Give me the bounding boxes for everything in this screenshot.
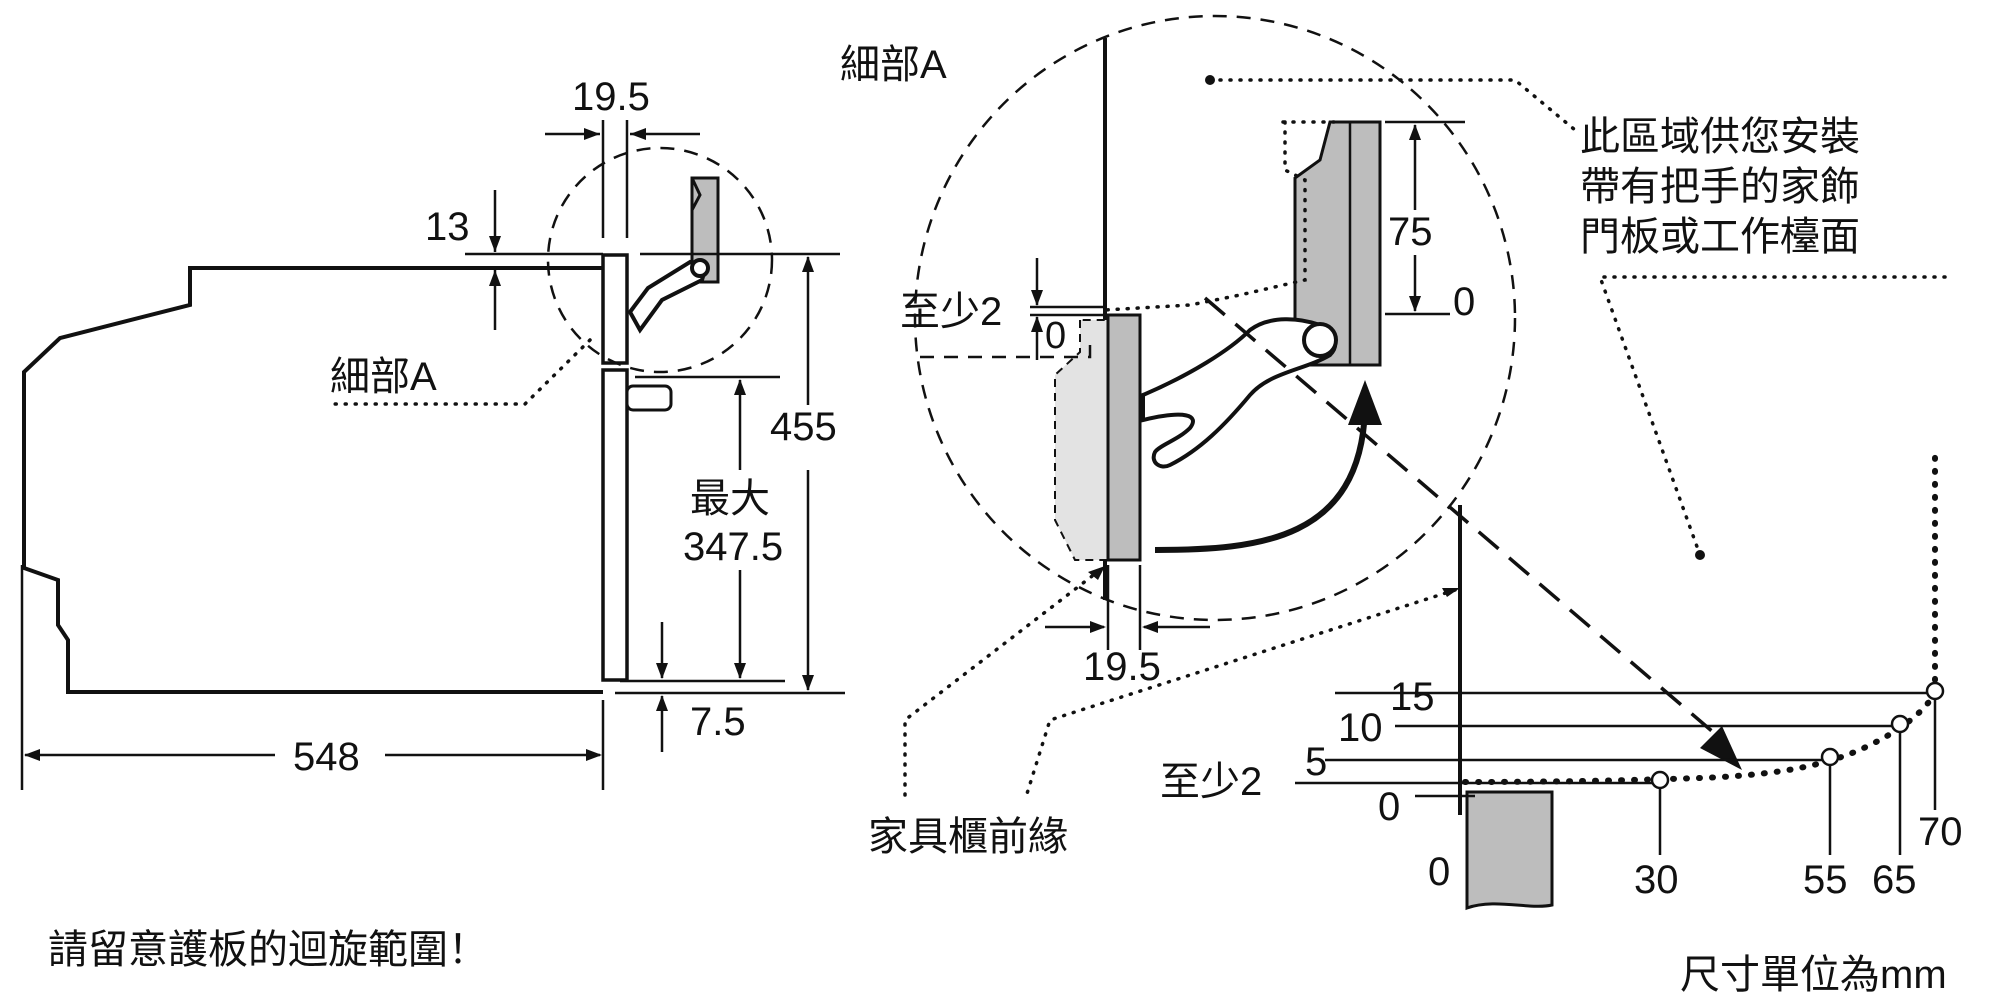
swing-arrowhead xyxy=(1348,380,1382,425)
arrowhead xyxy=(656,663,668,679)
small-panel-top xyxy=(690,177,702,211)
small-hinge-pivot xyxy=(690,258,710,278)
arrowhead xyxy=(1409,124,1421,140)
dim-7-5: 7.5 xyxy=(690,700,746,744)
dim-455: 455 xyxy=(770,405,837,449)
swing-direction-arrowhead xyxy=(1700,726,1742,770)
graph-point-30 xyxy=(1650,770,1670,790)
arrowhead xyxy=(1090,621,1106,633)
hinge-arm xyxy=(1141,317,1338,469)
door-upper-panel xyxy=(601,253,629,365)
door-panel-light xyxy=(1054,319,1109,561)
arrowhead xyxy=(734,379,746,395)
cabinet-front-edge-label: 家具櫃前緣 xyxy=(868,815,1068,859)
dim-0-dashed xyxy=(920,335,1092,359)
arrowhead xyxy=(1031,290,1043,306)
arrowhead xyxy=(1031,316,1043,332)
graph-y-0: 0 xyxy=(1378,785,1400,829)
door-panel xyxy=(1106,313,1142,562)
arrowhead xyxy=(1142,621,1158,633)
swing-note: 請留意護板的迴旋範圍！ xyxy=(48,928,488,972)
area-note-line-2: 帶有把手的家飾 xyxy=(1580,165,1860,209)
arrowhead xyxy=(630,128,646,140)
area-leader-top xyxy=(1208,78,1577,132)
arrowhead xyxy=(802,256,814,272)
graph-x-55: 55 xyxy=(1803,858,1848,902)
arrowhead xyxy=(586,749,602,761)
swing-arrow xyxy=(1154,409,1368,553)
arrowhead xyxy=(802,675,814,691)
arrowhead xyxy=(656,695,668,711)
graph-x-65: 65 xyxy=(1872,858,1917,902)
arrowhead xyxy=(24,749,40,761)
arrowhead xyxy=(1442,588,1460,597)
detail-a-label-left: 細部A xyxy=(330,355,437,399)
appliance-side-view: 細部A 19.5 13 455 最大 347.5 xyxy=(20,75,845,790)
detail-a-label-top: 細部A xyxy=(840,43,947,87)
graph-panel xyxy=(1465,790,1554,911)
arrowhead xyxy=(734,663,746,679)
detail-a-view: 細部A 至少2 0 75 0 xyxy=(840,14,1947,859)
dim-13: 13 xyxy=(425,205,470,249)
max-label: 最大 xyxy=(690,477,770,521)
graph-x-30: 30 xyxy=(1634,858,1679,902)
swing-curve xyxy=(1462,447,1938,785)
graph-point-55 xyxy=(1820,747,1840,767)
min2-label-top: 至少2 xyxy=(900,290,1002,334)
decor-panel xyxy=(1293,120,1382,367)
min2-label-bottom: 至少2 xyxy=(1160,760,1262,804)
graph-x-0: 0 xyxy=(1428,850,1450,894)
graph-y-5: 5 xyxy=(1305,740,1327,784)
front-edge-leader-1 xyxy=(903,568,1102,802)
units-note: 尺寸單位為mm xyxy=(1680,953,1947,997)
arrowhead xyxy=(1088,566,1105,580)
swing-graph: 15 10 5 至少2 0 0 30 55 65 70 xyxy=(1160,447,1963,911)
detail-a-circle xyxy=(913,14,1517,622)
dim-0-detail-left: 0 xyxy=(1045,315,1066,357)
decor-swing-dotted xyxy=(1103,120,1307,312)
area-leader-dot xyxy=(1205,75,1215,85)
graph-y-10: 10 xyxy=(1338,706,1383,750)
dim-347-5: 347.5 xyxy=(683,525,783,569)
dim-75: 75 xyxy=(1388,210,1433,254)
front-edge-leader-2 xyxy=(1023,588,1457,802)
small-panel xyxy=(690,176,720,284)
arrowhead xyxy=(489,270,501,286)
detail-a-circle-small xyxy=(546,146,774,374)
hinge-pivot xyxy=(1302,322,1338,358)
arrowhead xyxy=(1409,296,1421,312)
appliance-outline xyxy=(22,266,603,694)
area-note-line-3: 門板或工作檯面 xyxy=(1580,215,1860,259)
door-handle xyxy=(625,384,673,412)
swing-direction-arrow xyxy=(1203,296,1722,740)
dim-19-5-top: 19.5 xyxy=(572,75,650,119)
graph-x-70: 70 xyxy=(1918,810,1963,854)
dim-19-5-bottom: 19.5 xyxy=(1083,645,1161,689)
area-leader-bottom xyxy=(1597,275,1947,557)
arrowhead xyxy=(489,236,501,252)
area-note-line-1: 此區域供您安裝 xyxy=(1580,115,1860,159)
graph-y-15: 15 xyxy=(1390,675,1435,719)
graph-point-65 xyxy=(1890,714,1910,734)
detail-a-leader xyxy=(328,338,592,406)
graph-point-70 xyxy=(1925,681,1945,701)
area-leader-dot-2 xyxy=(1695,550,1705,560)
dim-0-detail-right: 0 xyxy=(1453,280,1475,324)
door-lower-panel xyxy=(601,368,629,682)
arrowhead xyxy=(584,128,600,140)
dim-548: 548 xyxy=(293,735,360,779)
